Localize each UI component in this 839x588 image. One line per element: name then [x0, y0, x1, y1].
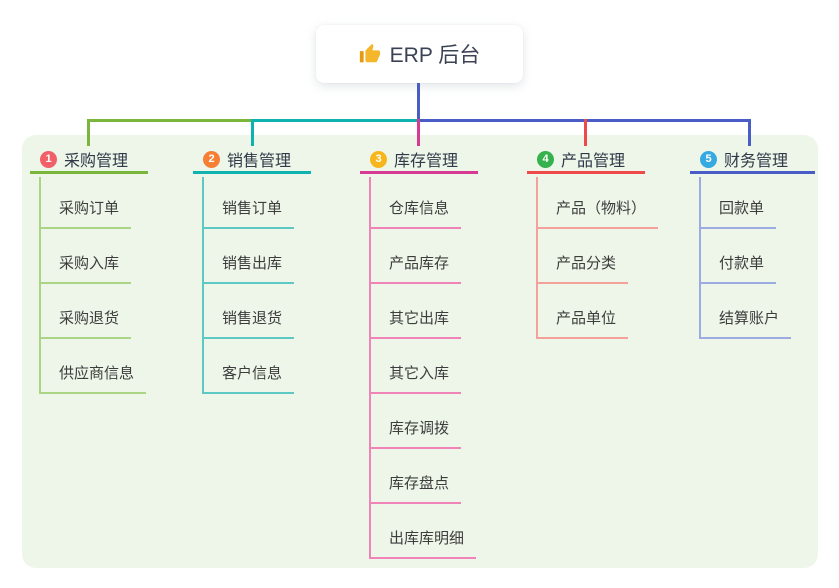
child-node[interactable]: 采购订单: [39, 199, 132, 229]
children-connector-line: [369, 177, 371, 558]
branches-background-panel: [22, 135, 818, 568]
child-node[interactable]: 库存盘点: [369, 474, 462, 504]
child-node[interactable]: 客户信息: [202, 364, 295, 394]
child-node[interactable]: 产品库存: [369, 254, 462, 284]
child-node[interactable]: 采购退货: [39, 309, 132, 339]
child-node[interactable]: 销售退货: [202, 309, 295, 339]
thumbs-up-icon: [359, 43, 381, 65]
child-node[interactable]: 出库库明细: [369, 529, 477, 559]
child-node[interactable]: 其它出库: [369, 309, 462, 339]
branch-badge: 1: [40, 150, 57, 168]
connector-bus-segment: [253, 119, 417, 122]
child-node[interactable]: 销售订单: [202, 199, 295, 229]
branch-badge: 2: [203, 150, 220, 168]
root-node-erp[interactable]: ERP 后台: [316, 25, 523, 83]
branch-drop-line: [87, 119, 90, 146]
root-title: ERP 后台: [389, 44, 481, 67]
child-node[interactable]: 采购入库: [39, 254, 132, 284]
branch-badge: 5: [700, 150, 717, 168]
child-node[interactable]: 付款单: [699, 254, 777, 284]
branch-badge: 4: [537, 150, 554, 168]
branch-drop-line: [251, 119, 254, 146]
branch-label: 库存管理: [394, 153, 459, 170]
child-node[interactable]: 产品分类: [536, 254, 629, 284]
branch-node-sales[interactable]: 2 销售管理: [193, 147, 311, 174]
child-node[interactable]: 其它入库: [369, 364, 462, 394]
child-node[interactable]: 销售出库: [202, 254, 295, 284]
child-node[interactable]: 库存调拨: [369, 419, 462, 449]
branch-node-inventory[interactable]: 3 库存管理: [360, 147, 478, 174]
child-node[interactable]: 产品单位: [536, 309, 629, 339]
child-node[interactable]: 结算账户: [699, 309, 792, 339]
child-node[interactable]: 供应商信息: [39, 364, 147, 394]
branch-label: 财务管理: [724, 153, 789, 170]
children-connector-line: [39, 177, 41, 393]
branch-node-product[interactable]: 4 产品管理: [527, 147, 645, 174]
children-connector-line: [536, 177, 538, 338]
child-node[interactable]: 回款单: [699, 199, 777, 229]
branch-label: 采购管理: [64, 153, 129, 170]
branch-drop-line: [584, 119, 587, 146]
child-node[interactable]: 产品（物料）: [536, 199, 659, 229]
branch-drop-line: [748, 119, 751, 146]
branch-label: 销售管理: [227, 153, 292, 170]
branch-node-purchase[interactable]: 1 采购管理: [30, 147, 148, 174]
children-connector-line: [699, 177, 701, 338]
connector-bus-segment: [87, 119, 253, 122]
children-connector-line: [202, 177, 204, 393]
branch-drop-line: [417, 119, 420, 146]
branch-badge: 3: [370, 150, 387, 168]
branch-label: 产品管理: [561, 153, 626, 170]
branch-node-finance[interactable]: 5 财务管理: [690, 147, 815, 174]
child-node[interactable]: 仓库信息: [369, 199, 462, 229]
root-connector-line: [417, 83, 420, 120]
